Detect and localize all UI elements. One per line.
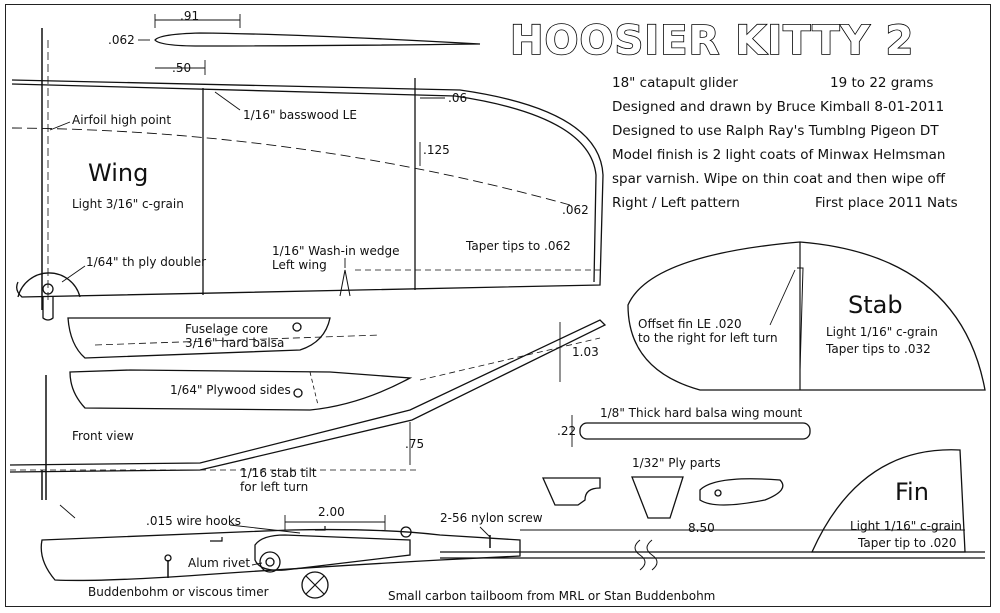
hooks-leader [230, 525, 300, 533]
stab-title: Stab [848, 291, 903, 319]
rivet-leader [252, 563, 262, 565]
stab-outline [628, 242, 985, 390]
front-view-dihedral-dash [420, 338, 600, 380]
front-view-stab [10, 320, 605, 472]
wing-mount-note: 1/8" Thick hard balsa wing mount [600, 406, 803, 420]
doubler-leader [62, 266, 85, 282]
doubler-tab [43, 297, 53, 320]
rivet-inner [266, 558, 274, 566]
fin-outline [812, 450, 965, 552]
wing-taper-note: Taper tips to .062 [466, 239, 571, 253]
basswood-le-note: 1/16" basswood LE [243, 108, 357, 122]
note-glider-type: 18" catapult glider [612, 75, 738, 91]
tailboom-note: Small carbon tailboom from MRL or Stan B… [388, 589, 716, 603]
note-award: First place 2011 Nats [815, 195, 958, 211]
wing-title: Wing [88, 159, 149, 187]
side-view-fuselage [41, 530, 520, 581]
rivet-circle [260, 552, 280, 572]
wing-mount [580, 423, 810, 439]
wing-mount-height-label: .22 [557, 424, 577, 438]
note-finish: Model finish is 2 light coats of Minwax … [612, 147, 946, 163]
ply-sides-outline [70, 370, 410, 410]
dim-hook-spacing-label: 2.00 [318, 505, 345, 519]
tilt-leader [60, 505, 75, 518]
ply-doubler [18, 273, 80, 297]
core-hidden-line [95, 335, 380, 345]
washin-wedge [340, 270, 350, 296]
dim-thickness-label: .062 [108, 33, 135, 47]
dim-le-width-label: .06 [448, 91, 468, 105]
wing-outline [12, 80, 603, 297]
doubler-hole [43, 284, 53, 294]
ply-part-1 [543, 478, 600, 505]
ply-part-2 [632, 477, 683, 518]
dim-stab-offset-label: .75 [405, 437, 425, 451]
wing-material: Light 3/16" c-grain [72, 197, 184, 211]
note-dt: Designed to use Ralph Ray's Tumblng Pige… [612, 123, 939, 139]
airfoil-leader [50, 122, 70, 130]
front-view-label: Front view [72, 429, 134, 443]
core-hole [293, 323, 301, 331]
plan-title: HOOSIER KITTY 2 [509, 17, 915, 65]
fin-taper-note: Taper tip to .020 [858, 536, 957, 550]
sides-hidden-line [310, 372, 318, 405]
tailboom-break [635, 540, 657, 570]
wing-leading-edge [12, 84, 596, 282]
fin-material: Light 1/16" c-grain [850, 519, 962, 533]
sides-hole [294, 389, 302, 397]
note-weight: 19 to 22 grams [830, 75, 934, 91]
airfoil-high-point-line [12, 128, 570, 205]
le-leader [215, 92, 240, 110]
wire-hook-2 [315, 526, 325, 530]
sheet-border [5, 4, 991, 607]
wing-mount-side [255, 535, 410, 570]
dim-tailboom-label: 8.50 [688, 521, 715, 535]
dim-tip-thickness-label: .062 [562, 203, 589, 217]
stab-tilt-note: 1/16 stab tilt for left turn [240, 466, 317, 494]
ply-part-3-hole [715, 490, 721, 496]
ply-part-3 [700, 479, 783, 505]
dim-chord-label: .91 [180, 9, 200, 23]
plywood-sides-note: 1/64" Plywood sides [170, 383, 291, 397]
dim-dihedral-label: 1.03 [572, 345, 599, 359]
fin-title: Fin [895, 478, 929, 506]
screw-head [401, 527, 411, 537]
note-finish-cont: spar varnish. Wipe on thin coat and then… [612, 171, 946, 187]
alum-rivet-note: Alum rivet [188, 556, 251, 570]
fin-offset-note: Offset fin LE .020 to the right for left… [638, 317, 778, 345]
nylon-screw-note: 2-56 nylon screw [440, 511, 543, 525]
airfoil-high-point-note: Airfoil high point [72, 113, 172, 127]
screw-leader [480, 527, 490, 537]
ply-parts-note: 1/32" Ply parts [632, 456, 721, 470]
fin-offset-leader [770, 270, 795, 325]
fuselage-core-outline [68, 318, 330, 358]
ply-doubler-note: 1/64" th ply doubler [86, 255, 207, 269]
timer-x [306, 576, 324, 594]
stab-taper-note: Taper tips to .032 [826, 342, 931, 356]
stab-material: Light 1/16" c-grain [826, 325, 938, 339]
stab-fin-offset [797, 268, 803, 370]
airfoil-section [155, 33, 480, 46]
wire-hooks-note: .015 wire hooks [146, 514, 242, 528]
dim-mid-thickness-label: .125 [423, 143, 450, 157]
fuselage-core-note: Fuselage core 3/16" hard balsa [185, 322, 285, 350]
timer-circle [302, 572, 328, 598]
note-designer: Designed and drawn by Bruce Kimball 8-01… [612, 99, 945, 115]
timer-knob [165, 555, 171, 561]
note-pattern: Right / Left pattern [612, 195, 740, 211]
dim-high-point-label: .50 [172, 61, 192, 75]
washin-wedge-note: 1/16" Wash-in wedge Left wing [272, 244, 400, 272]
wire-hook-1 [210, 537, 222, 541]
timer-note: Buddenbohm or viscous timer [88, 585, 269, 599]
